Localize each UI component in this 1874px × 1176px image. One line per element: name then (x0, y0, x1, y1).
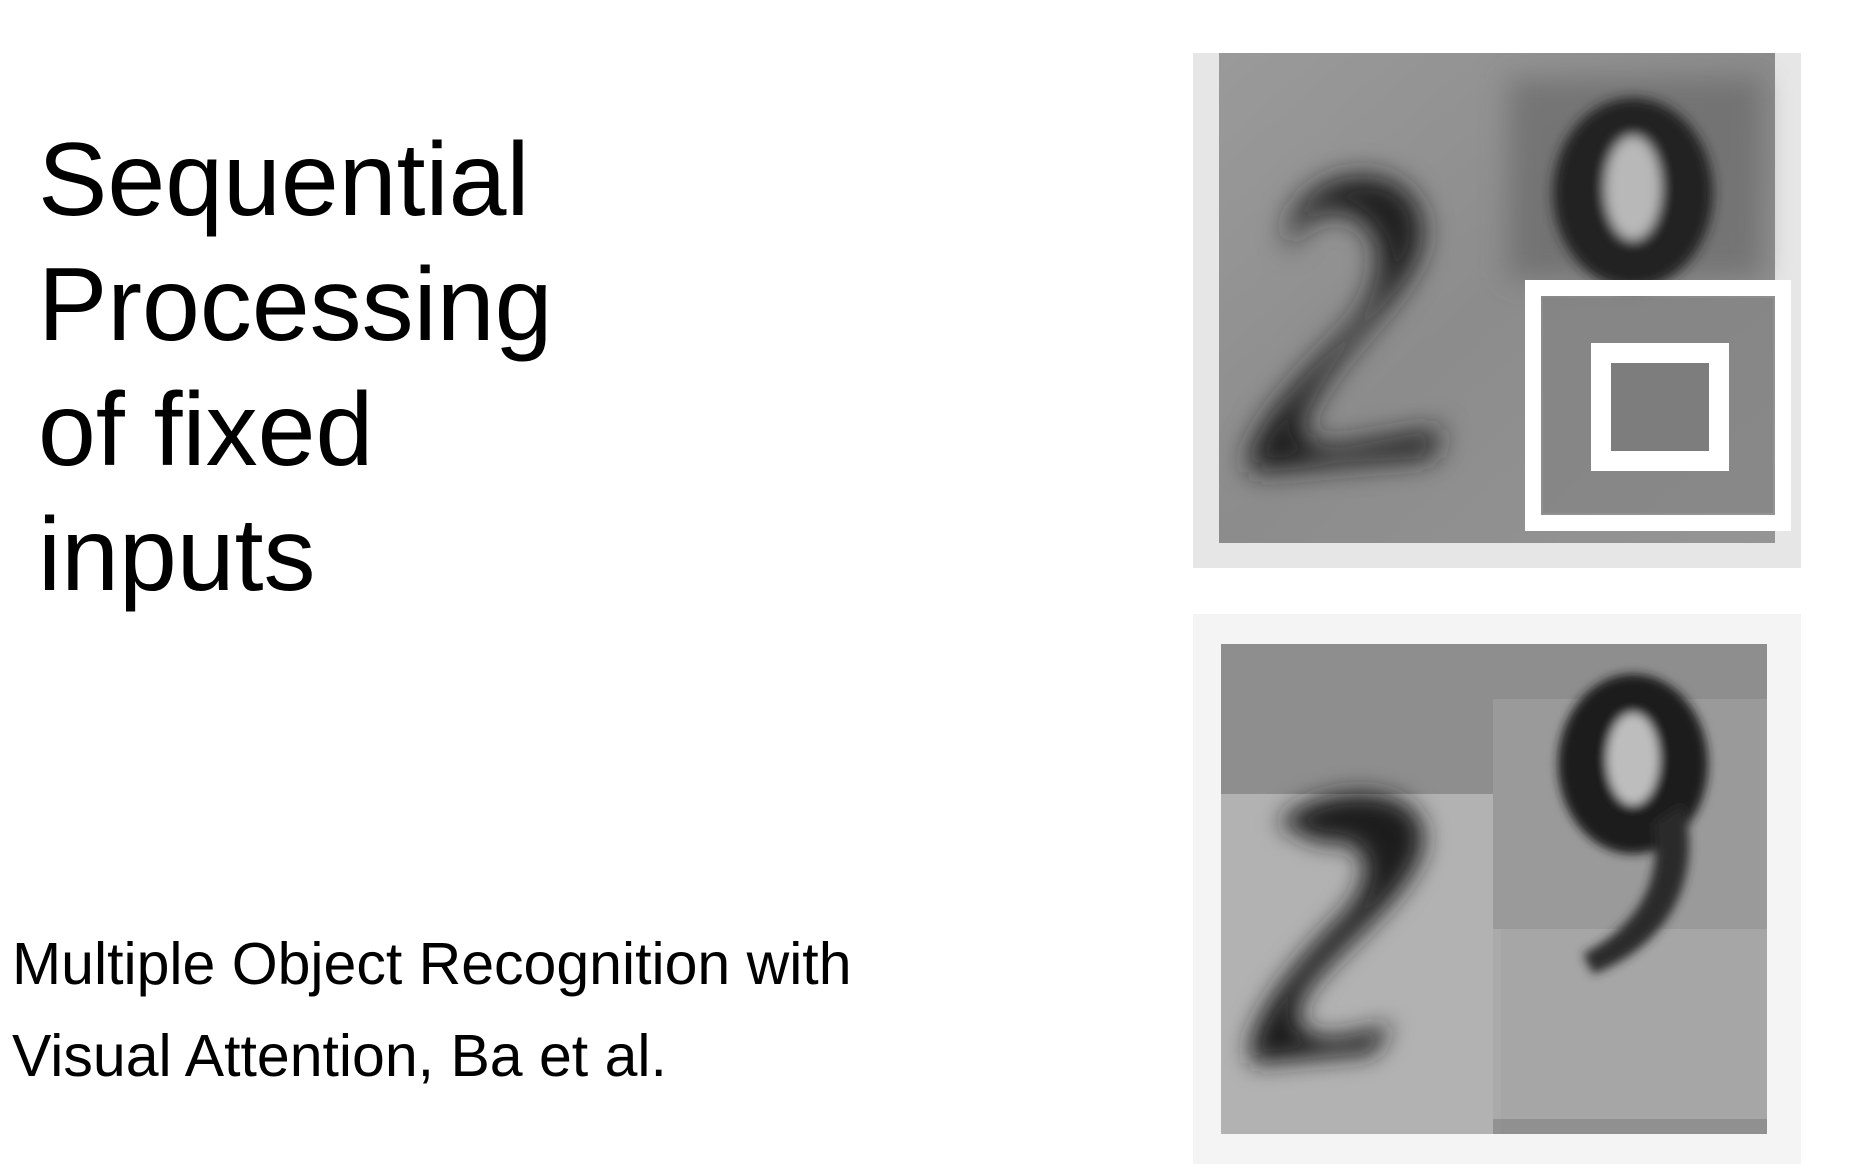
slide-title: Sequential Processing of fixed inputs (38, 118, 638, 618)
digit-two-reconstruction (1250, 792, 1424, 1064)
title-line-2: Processing (38, 247, 553, 363)
figure-glimpse-top (1193, 53, 1801, 568)
mnist-reconstruction-image (1193, 614, 1801, 1164)
digit-zero-blurred (1553, 98, 1713, 288)
citation-line-1: Multiple Object Recognition with (12, 931, 852, 997)
citation: Multiple Object Recognition with Visual … (12, 918, 962, 1102)
citation-line-2: Visual Attention, Ba et al. (12, 1023, 667, 1089)
glimpse-box-small (1591, 343, 1729, 471)
title-line-1: Sequential (38, 122, 530, 238)
glimpse-box-large (1525, 280, 1791, 531)
title-line-4: inputs (38, 497, 316, 613)
digit-two-blurred (1248, 175, 1443, 473)
title-line-3: of fixed (38, 372, 374, 488)
figure-glimpse-bottom (1193, 614, 1801, 1164)
mnist-glimpse-image (1193, 53, 1801, 568)
digit-nine-reconstruction (1558, 674, 1708, 974)
